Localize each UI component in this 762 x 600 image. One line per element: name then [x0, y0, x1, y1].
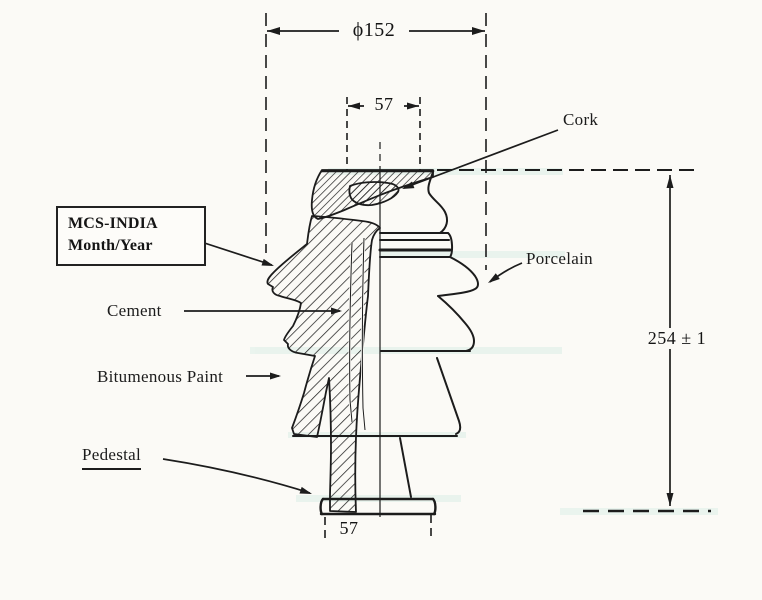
dim-head-width: 57 [364, 94, 404, 115]
marking-line2: Month/Year [68, 237, 153, 255]
dim-top-diameter: ϕ152 [339, 19, 409, 42]
shed-2-profile [437, 295, 476, 352]
label-bitumenous-paint: Bitumenous Paint [97, 367, 224, 386]
shed-1-profile [437, 256, 479, 297]
band-right-edge [447, 232, 454, 258]
label-cork: Cork [563, 110, 599, 129]
label-cement: Cement [107, 301, 162, 320]
profile-dome [427, 171, 449, 234]
pin-taper-profile [399, 437, 412, 498]
layer-boundary-line-1 [349, 242, 353, 423]
band-lines [378, 232, 454, 258]
base-plate [319, 497, 437, 516]
dim-base-width: 57 [339, 518, 359, 538]
leader-pedestal [162, 458, 311, 494]
shed-3-profile [436, 357, 462, 435]
label-porcelain: Porcelain [526, 249, 593, 268]
sectioned-parts [266, 169, 434, 513]
dimension-arrowheads [267, 27, 674, 506]
dim-overall-height: 254 ± 1 [630, 328, 724, 349]
outer-profile [292, 169, 479, 516]
label-pedestal: Pedestal [82, 445, 142, 470]
layer-boundary-line-2 [361, 237, 366, 431]
cork-section-hatch [348, 181, 400, 207]
marking-line1: MCS-INDIA [68, 215, 158, 232]
marking-box: MCS-INDIA Month/Year [56, 206, 206, 266]
